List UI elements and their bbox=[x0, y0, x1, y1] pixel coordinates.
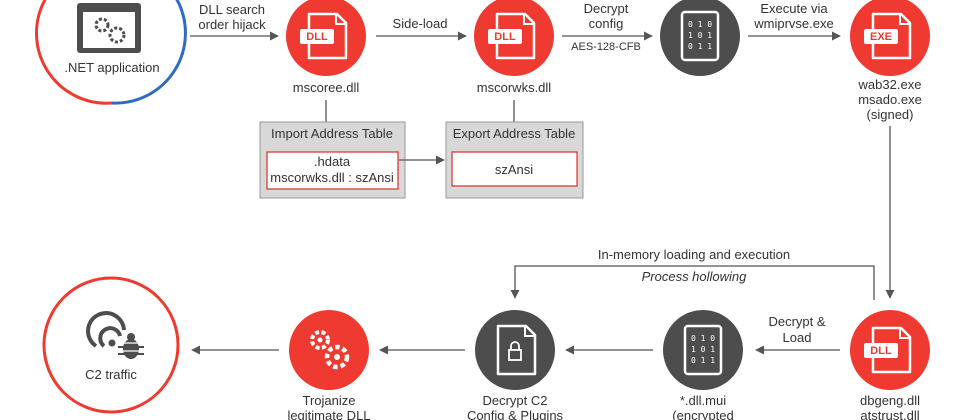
binary-file-icon: 0 1 0 1 0 1 0 1 1 bbox=[680, 10, 720, 62]
dotnet-app-node: .NET application bbox=[35, 0, 187, 105]
ring-blue-arc bbox=[111, 0, 187, 105]
mscoree-badge: DLL bbox=[306, 31, 328, 43]
eat-entry: szAnsi bbox=[495, 162, 533, 177]
import-address-table: Import Address Table .hdata mscorwks.dll… bbox=[259, 121, 406, 199]
app-window-gears-icon bbox=[77, 3, 141, 53]
decrypt-load-line1: Decrypt & bbox=[768, 314, 825, 329]
dll-mui-node: 0 1 0 1 0 1 0 1 1 *.dll.mui (encrypted bbox=[663, 310, 743, 420]
dbgeng-label-line1: dbgeng.dll bbox=[860, 393, 920, 408]
hijack-label-line1: DLL search bbox=[199, 2, 265, 17]
decrypt-c2-node: Decrypt C2 Config & Plugins bbox=[467, 310, 564, 420]
dbgeng-label-line2: atstrust.dll bbox=[860, 408, 919, 420]
dll-badge-mscoree: DLL bbox=[300, 29, 334, 44]
inmemory-label: In-memory loading and execution bbox=[598, 247, 790, 262]
execute-line2: wmiprvse.exe bbox=[753, 16, 833, 31]
wab32-label-line1: wab32.exe bbox=[858, 77, 922, 92]
wab32-badge: EXE bbox=[870, 31, 892, 43]
sideload-label: Side-load bbox=[393, 16, 448, 31]
mscoree-label: mscoree.dll bbox=[293, 80, 360, 95]
decrypt-c2-label-line1: Decrypt C2 bbox=[482, 393, 547, 408]
svg-text:1 0 1: 1 0 1 bbox=[691, 345, 715, 354]
dbgeng-node: DLL dbgeng.dll atstrust.dll bbox=[850, 310, 930, 420]
inmemory-loop-arrow bbox=[510, 265, 875, 300]
dll-mui-label-line1: *.dll.mui bbox=[680, 393, 726, 408]
decrypt-config-line1: Decrypt bbox=[584, 1, 629, 16]
mscorwks-badge: DLL bbox=[494, 31, 516, 43]
svg-text:0 1 0: 0 1 0 bbox=[691, 334, 715, 343]
c2-ring bbox=[42, 276, 180, 414]
svg-text:0 1 1: 0 1 1 bbox=[691, 356, 715, 365]
export-address-table: Export Address Table szAnsi bbox=[445, 121, 584, 199]
signal-bug-icon bbox=[86, 311, 144, 359]
decrypt-config-line2: config bbox=[589, 16, 624, 31]
decrypt-config-algorithm: AES-128-CFB bbox=[571, 41, 641, 53]
eat-title: Export Address Table bbox=[453, 126, 576, 141]
iat-entry-line2: mscorwks.dll : szAnsi bbox=[270, 170, 394, 185]
trojanize-node: Trojanize legitimate DLL bbox=[287, 310, 371, 420]
execute-line1: Execute via bbox=[760, 1, 828, 16]
wab32-label-line3: (signed) bbox=[867, 107, 914, 122]
c2-traffic-node: C2 traffic bbox=[42, 276, 180, 414]
trojanize-label-line2: legitimate DLL bbox=[287, 408, 370, 420]
dotnet-app-label: .NET application bbox=[64, 60, 159, 75]
decrypt-c2-label-line2: Config & Plugins bbox=[467, 408, 564, 420]
dll-file-icon bbox=[871, 326, 912, 374]
mscorwks-label: mscorwks.dll bbox=[477, 80, 552, 95]
dll-file-icon bbox=[495, 12, 536, 60]
locked-file-icon bbox=[496, 324, 537, 376]
svg-text:0 1 0: 0 1 0 bbox=[688, 20, 712, 29]
exe-file-icon bbox=[871, 12, 912, 60]
iat-title: Import Address Table bbox=[271, 126, 393, 141]
c2-label: C2 traffic bbox=[85, 367, 137, 382]
svg-text:1 0 1: 1 0 1 bbox=[688, 31, 712, 40]
decrypt-binary-node: 0 1 0 1 0 1 0 1 1 bbox=[660, 0, 740, 76]
hijack-label-line2: order hijack bbox=[198, 17, 266, 32]
exe-badge-wab32: EXE bbox=[864, 29, 898, 44]
mscoree-node: DLL mscoree.dll bbox=[286, 0, 366, 95]
decrypt-load-line2: Load bbox=[783, 330, 812, 345]
binary-file-icon: 0 1 0 1 0 1 0 1 1 bbox=[683, 324, 723, 376]
dbgeng-badge: DLL bbox=[870, 345, 892, 357]
mscorwks-node: mscorwks.dll bbox=[474, 0, 554, 95]
svg-text:0 1 1: 0 1 1 bbox=[688, 42, 712, 51]
inmemory-sub: Process hollowing bbox=[642, 269, 748, 284]
ring-red-arc bbox=[35, 0, 113, 105]
dll-badge-mscorwks: DLL bbox=[488, 29, 522, 44]
trojanize-label-line1: Trojanize bbox=[303, 393, 356, 408]
wab32-label-line2: msado.exe bbox=[858, 92, 922, 107]
dll-mui-label-line2: (encrypted bbox=[672, 408, 733, 420]
iat-entry-line1: .hdata bbox=[314, 154, 351, 169]
wab32-node: wab32.exe msado.exe (signed) bbox=[850, 0, 930, 122]
gears-icon bbox=[310, 330, 350, 370]
